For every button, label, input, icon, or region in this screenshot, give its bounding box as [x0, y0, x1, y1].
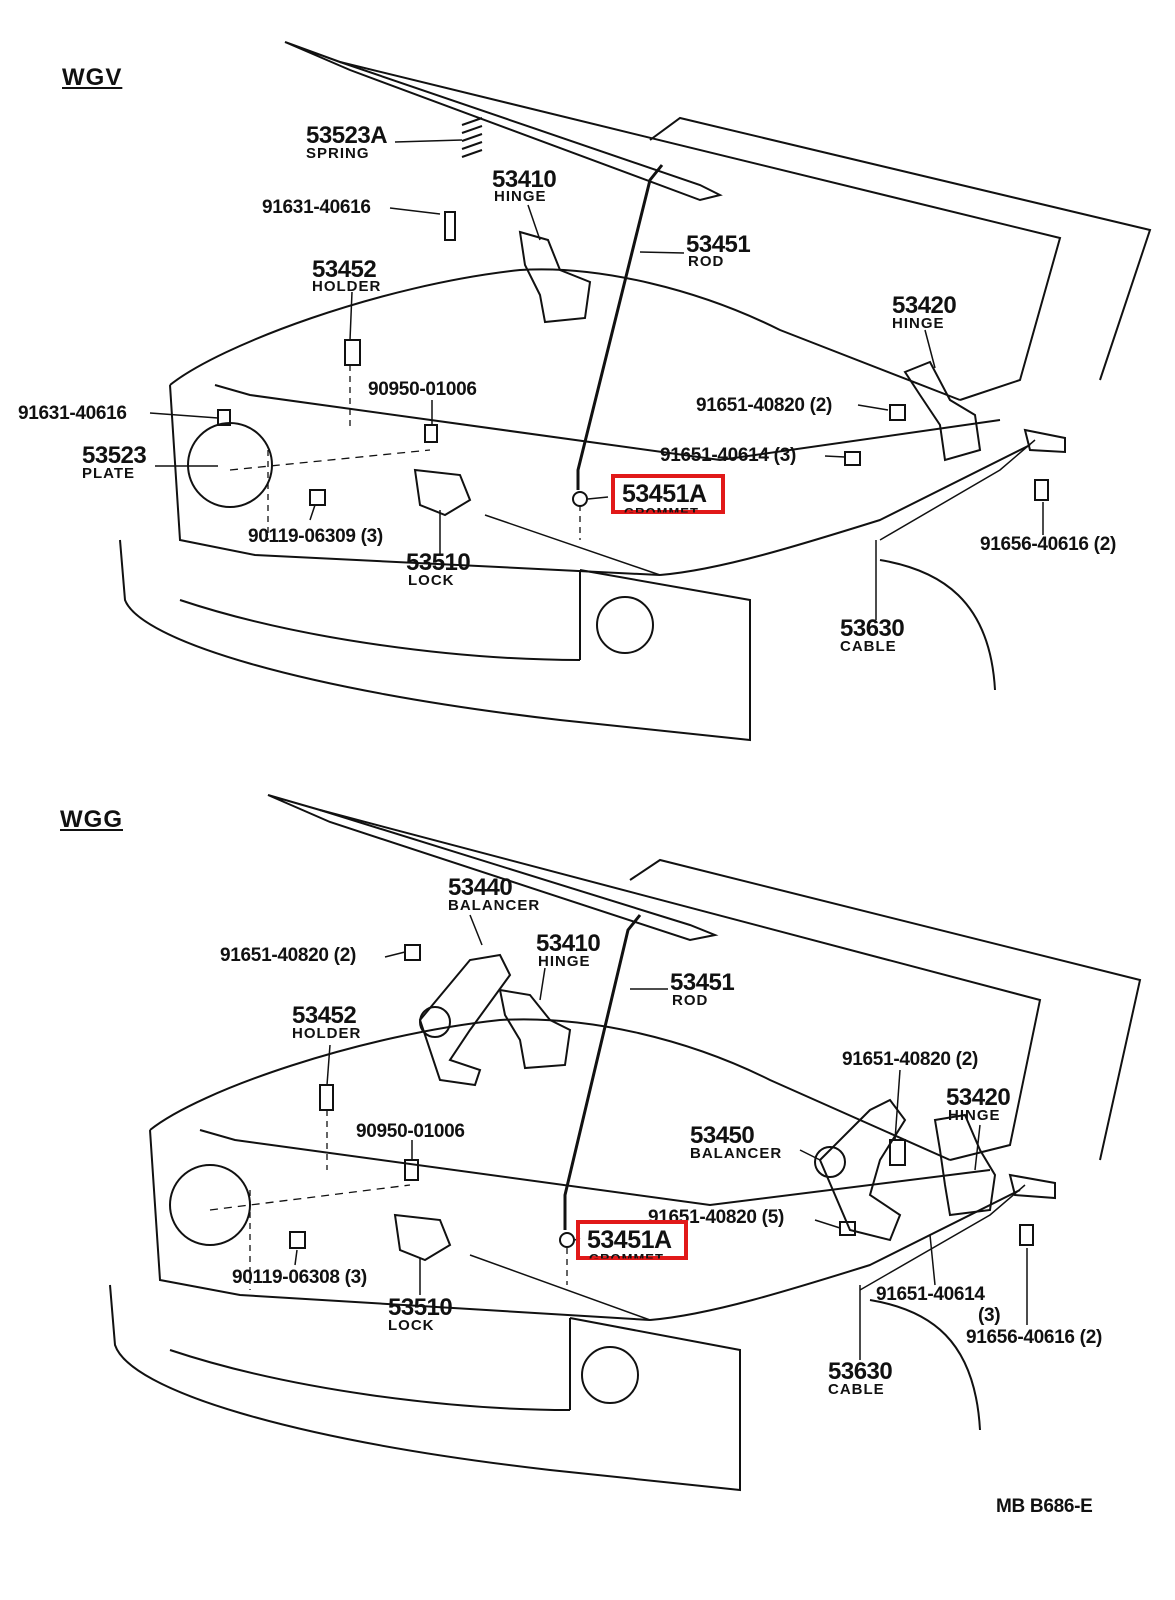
part-number: 53410: [536, 930, 601, 957]
part-name: HOLDER: [312, 278, 382, 295]
diagram-code: MB B686-E: [996, 1496, 1093, 1517]
part-number: 53440: [448, 874, 513, 901]
part-name: HOLDER: [292, 1025, 362, 1042]
highlight-box: [576, 1220, 688, 1260]
part-number: 53510: [406, 549, 471, 576]
part-number-91651-40820: 91651-40820 (2): [696, 395, 832, 416]
part-number: 53451: [686, 231, 751, 258]
part-number: 53510: [388, 1294, 453, 1321]
part-name: CABLE: [828, 1381, 885, 1398]
part-number: 53523: [82, 442, 147, 469]
part-name: CABLE: [840, 638, 897, 655]
part-name: SPRING: [306, 145, 370, 162]
part-number: 53420: [946, 1084, 1011, 1111]
part-number: 53451: [670, 969, 735, 996]
part-name: PLATE: [82, 465, 136, 482]
part-name: BALANCER: [448, 897, 541, 914]
part-name: BALANCER: [690, 1145, 783, 1162]
part-number: 53451A: [587, 1226, 672, 1254]
part-number-91656-40616-wgg: 91656-40616 (2): [966, 1327, 1102, 1348]
part-number: 53420: [892, 292, 957, 319]
part-number-91656-40616: 91656-40616 (2): [980, 534, 1116, 555]
part-number-91651-40820-left: 91651-40820 (2): [220, 945, 356, 966]
wgv-vehicle-drawing: [119, 41, 1152, 742]
part-name: ROD: [688, 253, 725, 270]
part-name: GROMMET: [624, 505, 699, 520]
part-number-91631-40616-lower: 91631-40616: [18, 403, 127, 424]
part-number: 53630: [828, 1358, 893, 1385]
part-number: 53450: [690, 1122, 755, 1149]
part-number-91651-40820-right: 91651-40820 (2): [842, 1049, 978, 1070]
part-name: LOCK: [388, 1317, 435, 1334]
part-number-91651-40614: 91651-40614 (3): [660, 445, 796, 466]
part-number: 53452: [312, 256, 377, 283]
part-name: HINGE: [892, 315, 945, 332]
wgg-vehicle-drawing: [109, 794, 1142, 1492]
part-number: 53630: [840, 615, 905, 642]
part-name: ROD: [672, 992, 709, 1009]
part-name: LOCK: [408, 572, 455, 589]
highlight-box: [611, 474, 725, 514]
section-label-wgv: WGV: [62, 64, 123, 91]
part-name: GROMMET: [589, 1251, 664, 1266]
part-number: 53451A: [622, 480, 707, 508]
part-name: HINGE: [494, 188, 547, 205]
part-number: 53452: [292, 1002, 357, 1029]
part-number: 53523A: [306, 122, 388, 149]
part-number-90119-06308: 90119-06308 (3): [232, 1267, 367, 1288]
part-name: HINGE: [948, 1107, 1001, 1124]
part-number-91631-40616-upper: 91631-40616: [262, 197, 371, 218]
section-label-wgg: WGG: [60, 806, 123, 833]
part-quantity: (3): [978, 1305, 1001, 1326]
part-number: 91651-40614: [876, 1284, 985, 1305]
part-number-90119-06309: 90119-06309 (3): [248, 526, 383, 547]
part-number-90950-01006-wgg: 90950-01006: [356, 1121, 465, 1142]
part-name: HINGE: [538, 953, 591, 970]
part-number: 53410: [492, 166, 557, 193]
part-number-90950-01006: 90950-01006: [368, 379, 477, 400]
